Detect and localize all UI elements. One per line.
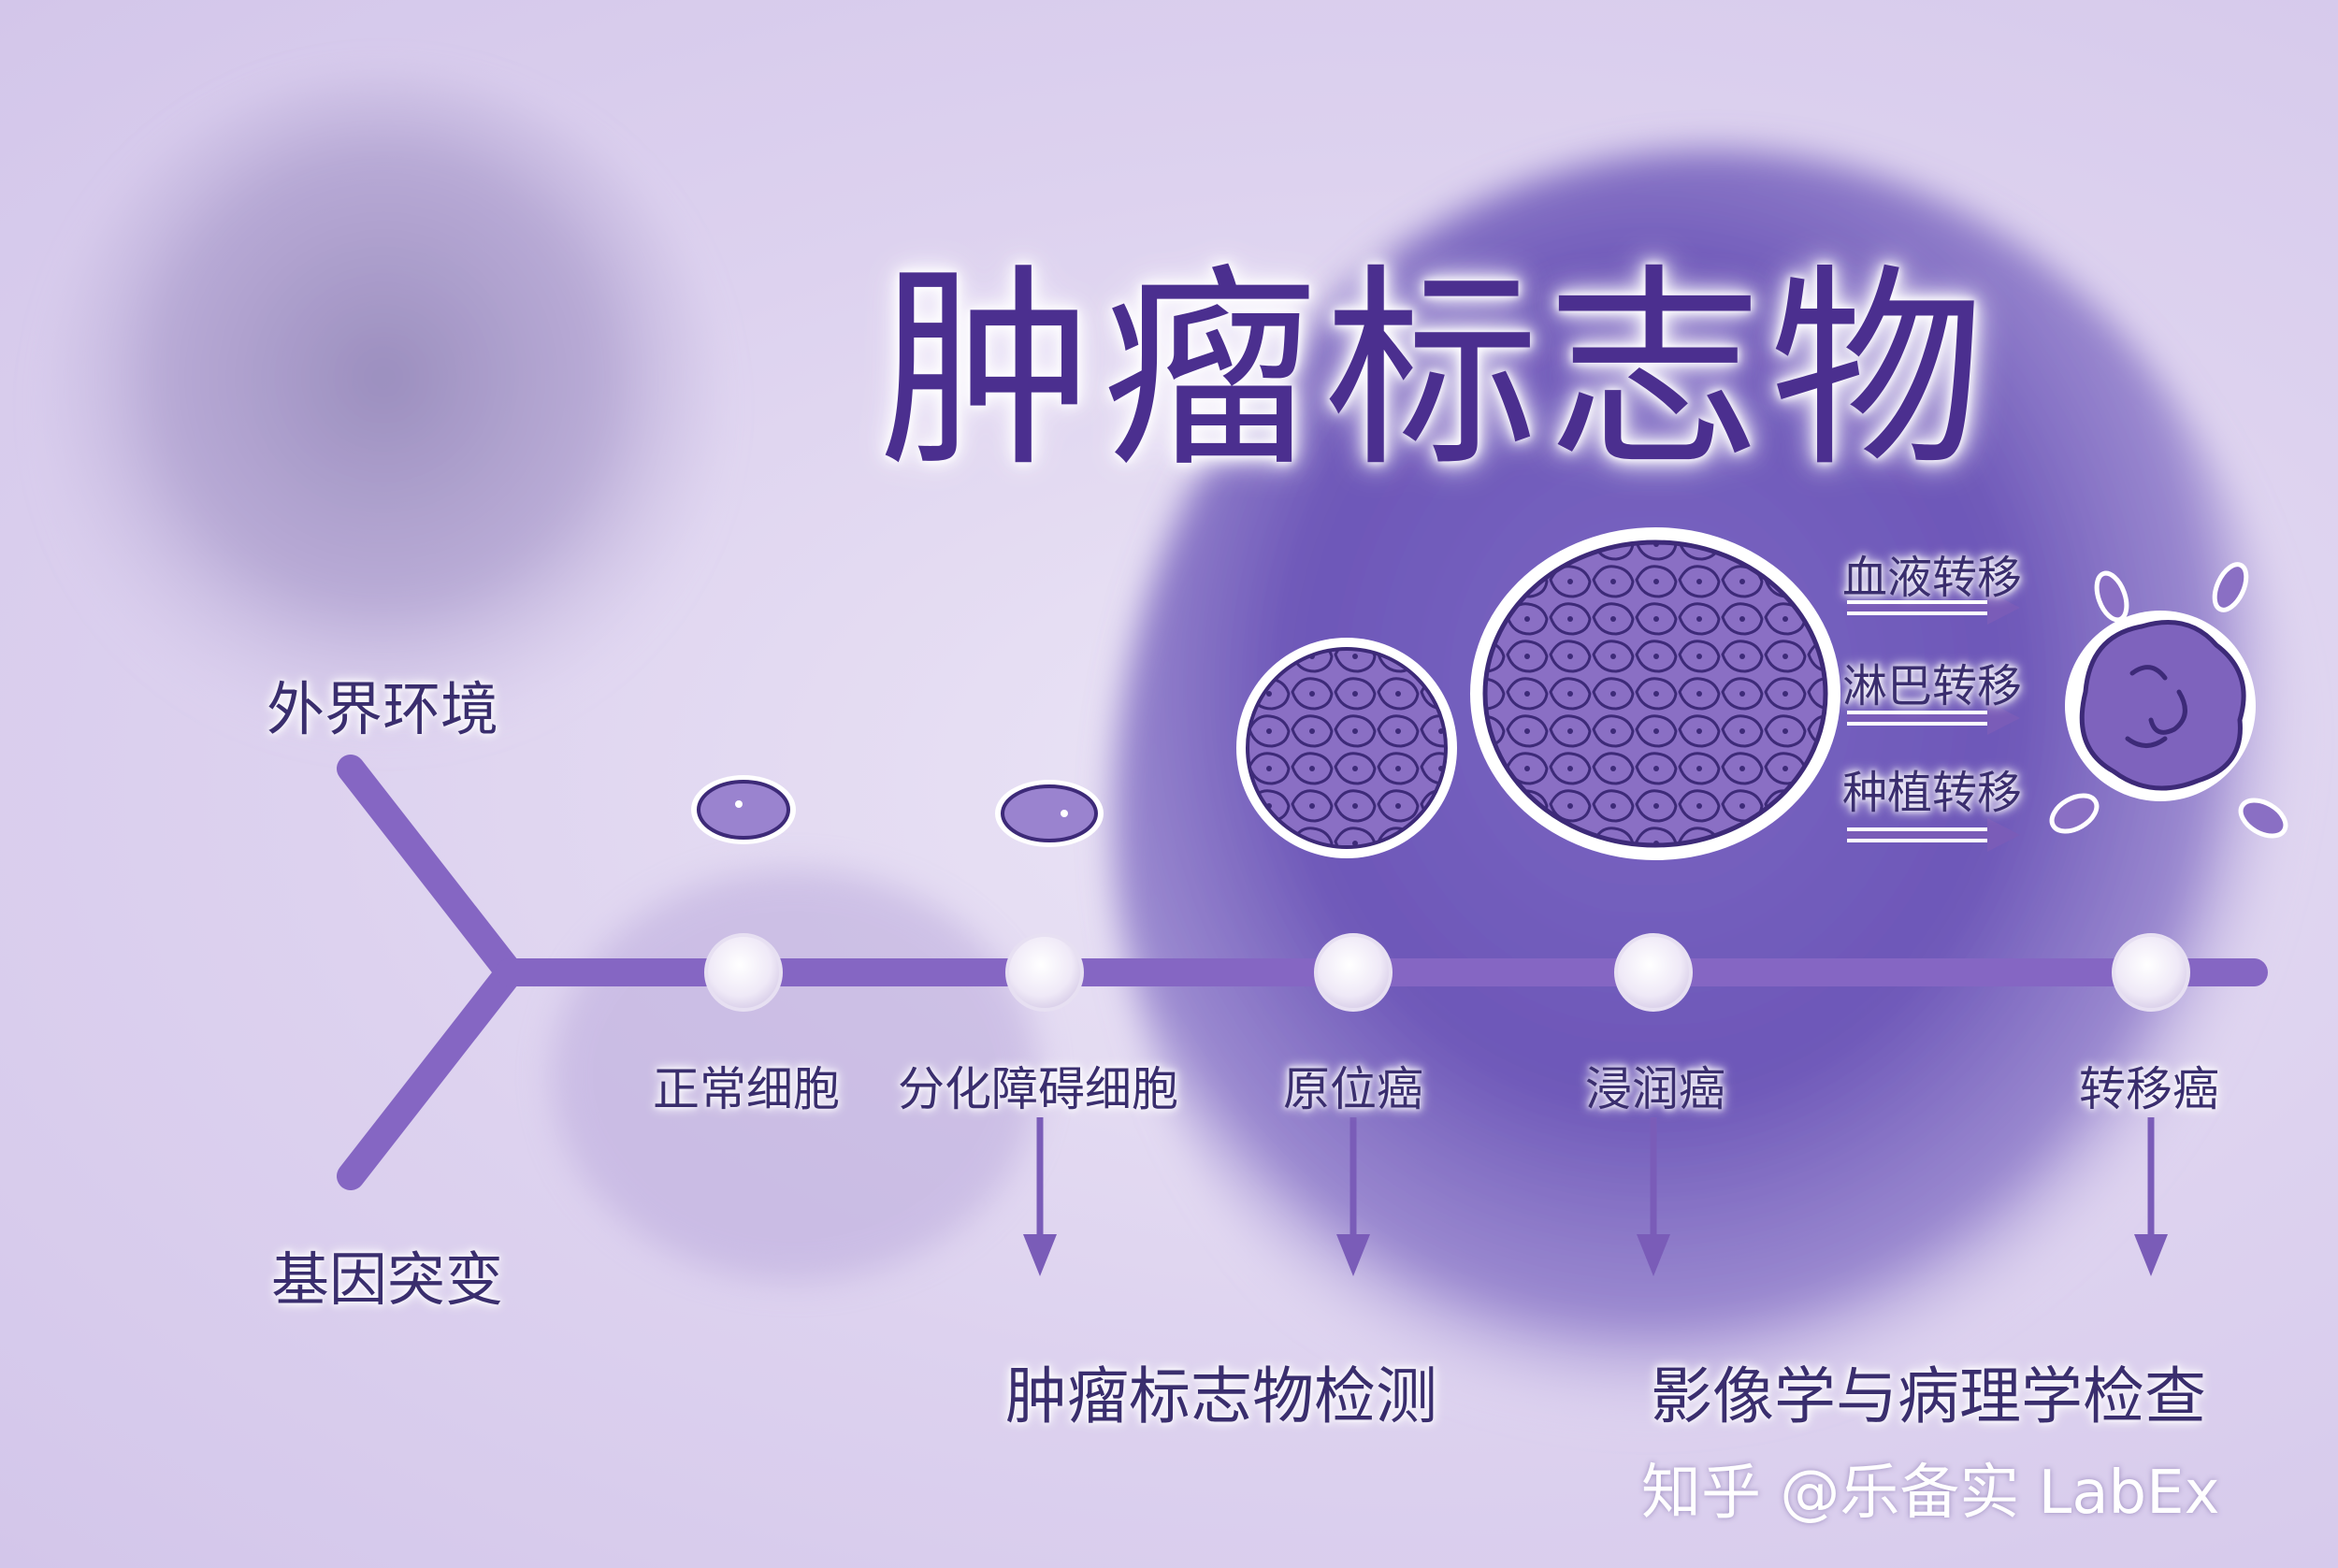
stage-label-dysplasia: 分化障碍细胞 <box>898 1062 1178 1116</box>
stage-label-invasive: 浸润癌 <box>1585 1062 1725 1116</box>
background-cell-left <box>47 75 720 748</box>
stage-node-dysplasia <box>1005 933 1084 1012</box>
stage-label-in-situ: 原位癌 <box>1283 1062 1423 1116</box>
stage-node-normal <box>704 933 783 1012</box>
watermark: 知乎 @乐备实 LabEx <box>1641 1459 2220 1528</box>
route-label-blood: 血液转移 <box>1842 552 2023 604</box>
invasive-cluster-icon <box>1470 527 1840 860</box>
detection-label-markers: 肿瘤标志物检测 <box>1005 1360 1437 1432</box>
stage-nodes <box>704 933 2190 1012</box>
stage-node-metastatic <box>2112 933 2190 1012</box>
route-arrows <box>1847 591 2020 852</box>
metastatic-cell-icon <box>2049 562 2288 839</box>
diagram-title: 肿瘤标志物 <box>879 247 1993 496</box>
stage-label-normal: 正常细胞 <box>653 1062 840 1116</box>
normal-cell-icon <box>691 775 796 844</box>
factor-environment: 外界环境 <box>267 675 499 743</box>
route-label-lymph: 淋巴转移 <box>1842 660 2023 712</box>
in-situ-cluster-icon <box>1236 638 1457 858</box>
detection-label-imaging: 影像学与病理学检查 <box>1651 1360 2206 1432</box>
stage-node-invasive <box>1614 933 1693 1012</box>
route-label-implant: 种植转移 <box>1842 767 2023 819</box>
stage-label-metastatic: 转移癌 <box>2079 1062 2219 1116</box>
factor-gene-mutation: 基因突变 <box>271 1245 504 1314</box>
detection-arrows <box>1023 1117 2168 1276</box>
stage-node-in-situ <box>1314 933 1393 1012</box>
dysplastic-cell-icon <box>995 780 1104 847</box>
